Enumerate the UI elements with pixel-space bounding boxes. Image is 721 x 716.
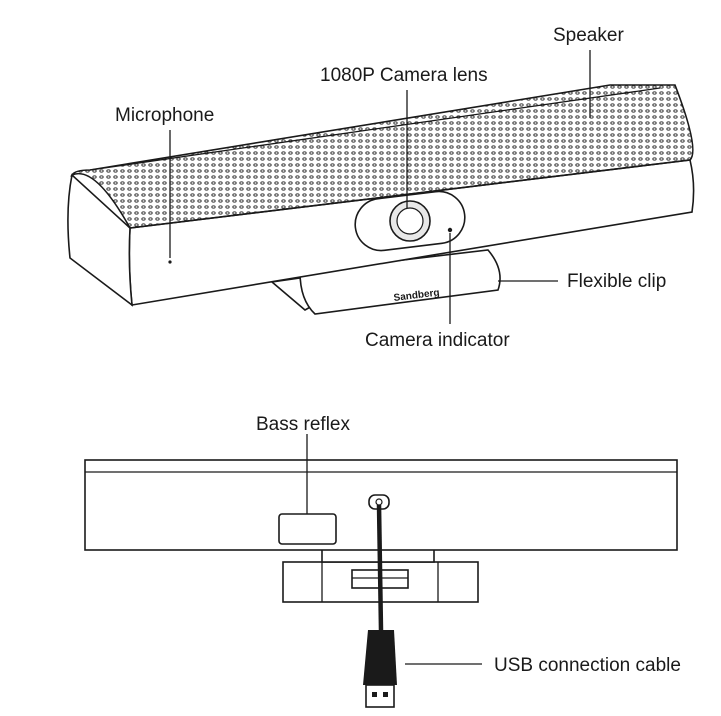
left-end-cap <box>67 173 133 307</box>
label-flexible-clip: Flexible clip <box>567 271 666 292</box>
device-back-view <box>84 459 678 708</box>
device-top-view: Sandberg <box>67 84 695 315</box>
usb-plug-body <box>363 630 397 685</box>
speaker-grille <box>70 84 694 229</box>
label-speaker: Speaker <box>553 25 624 46</box>
microphone-hole <box>168 260 172 264</box>
bass-reflex-port <box>278 513 337 545</box>
label-microphone: Microphone <box>115 105 214 126</box>
usb-cable <box>376 504 384 631</box>
indicator-led <box>447 227 453 233</box>
label-camera-lens: 1080P Camera lens <box>320 65 488 86</box>
top-edge <box>89 87 661 171</box>
usb-plug-connector <box>365 684 395 708</box>
label-usb-cable: USB connection cable <box>494 655 681 676</box>
label-camera-indicator: Camera indicator <box>365 330 510 351</box>
camera-module <box>354 190 466 252</box>
label-bass-reflex: Bass reflex <box>256 414 350 435</box>
leader-lines-top <box>169 50 591 324</box>
